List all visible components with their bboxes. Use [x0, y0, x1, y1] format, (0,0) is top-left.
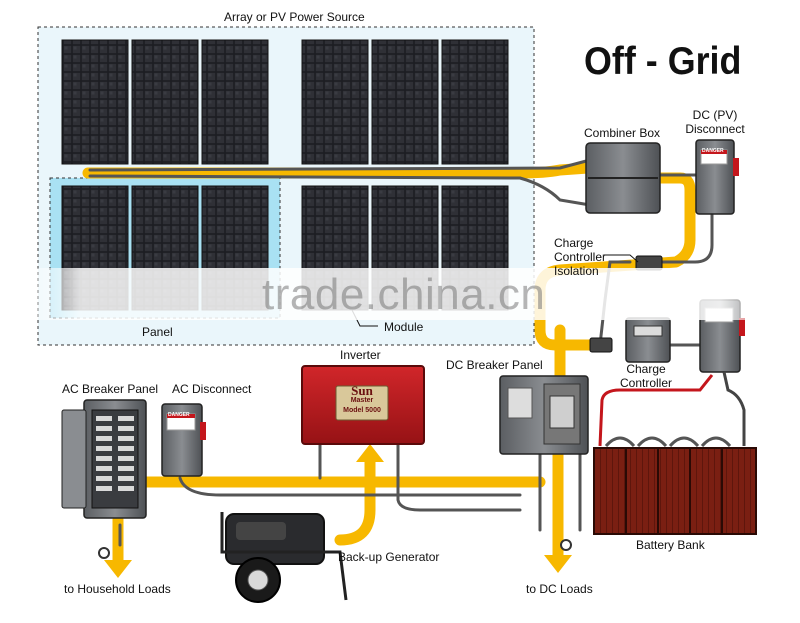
pv-module	[61, 39, 129, 165]
label-cc-isolation-line3: Isolation	[554, 264, 599, 278]
terminal-dc-loads	[560, 539, 572, 551]
label-battery-bank: Battery Bank	[636, 538, 705, 552]
cable	[178, 476, 522, 497]
inverter-brand-line2: Master	[350, 397, 374, 404]
pv-module	[131, 39, 199, 165]
inverter-brand-line3: Model 5000	[343, 407, 381, 414]
label-dc-pv-line2: Disconnect	[685, 122, 745, 136]
label-array: Array or PV Power Source	[224, 10, 365, 24]
array-wire	[82, 162, 594, 179]
label-charge-controller-line1: Charge	[626, 362, 666, 376]
ac-breaker-panel-box	[61, 399, 147, 519]
ac-disconnect-box	[161, 403, 206, 477]
label-ac-breaker-panel: AC Breaker Panel	[62, 382, 159, 396]
pv-to-disconnect-wire	[654, 172, 696, 216]
cable	[658, 213, 714, 264]
inverter-brand: Sun Master Model 5000	[336, 383, 388, 416]
label-dc-pv-disconnect: DC (PV) Disconnect	[680, 108, 750, 136]
cable	[88, 158, 592, 172]
label-combiner-box: Combiner Box	[584, 126, 661, 140]
arrow-dc-loads	[544, 555, 572, 573]
label-ac-disconnect: AC Disconnect	[172, 382, 252, 396]
label-inverter: Inverter	[340, 348, 381, 362]
dark-cables	[88, 158, 714, 547]
label-household-loads: to Household Loads	[64, 582, 171, 596]
backup-generator	[220, 512, 348, 603]
pv-module	[201, 39, 269, 165]
label-charge-controller-line2: Controller	[619, 376, 673, 390]
cable	[88, 174, 592, 207]
battery-bank	[593, 371, 757, 535]
label-dc-loads: to DC Loads	[526, 582, 593, 596]
generator-wire	[334, 454, 376, 546]
charge-controller-box	[625, 317, 671, 363]
label-panel: Panel	[142, 325, 173, 339]
warning-tag-ac: DANGER	[168, 412, 190, 418]
watermark-band	[0, 268, 800, 320]
power-wires	[82, 162, 696, 566]
charge-controller-isolation-2	[589, 337, 613, 353]
isolation-leader	[604, 254, 639, 263]
arrow-household	[104, 560, 132, 578]
label-charge-controller: Charge Controller	[612, 362, 680, 390]
diagram-title: Off - Grid	[584, 40, 742, 83]
pv-module	[441, 39, 509, 165]
arrow-inverter-up	[356, 444, 384, 462]
dc-breaker-panel-box	[499, 375, 589, 455]
inverter-box	[301, 365, 425, 445]
terminal-household	[98, 547, 110, 559]
label-dc-pv-line1: DC (PV)	[692, 108, 738, 122]
label-dc-breaker-panel: DC Breaker Panel	[446, 358, 543, 372]
inverter-brand-line1: Sun	[351, 383, 373, 398]
watermark-text: trade.china.cn	[262, 270, 546, 319]
pv-module	[301, 39, 369, 165]
combiner-box	[585, 142, 661, 214]
label-cc-isolation-line2: Controller	[554, 250, 607, 264]
label-cc-isolation-line1: Charge	[554, 236, 594, 250]
label-backup-generator: Back-up Generator	[338, 550, 440, 564]
pv-module	[371, 39, 439, 165]
warning-tag-pv: DANGER	[702, 148, 724, 154]
dc-pv-disconnect-box	[695, 139, 739, 215]
cable	[396, 443, 522, 512]
label-module: Module	[384, 320, 424, 334]
label-cc-isolation: Charge Controller Isolation	[554, 236, 606, 278]
